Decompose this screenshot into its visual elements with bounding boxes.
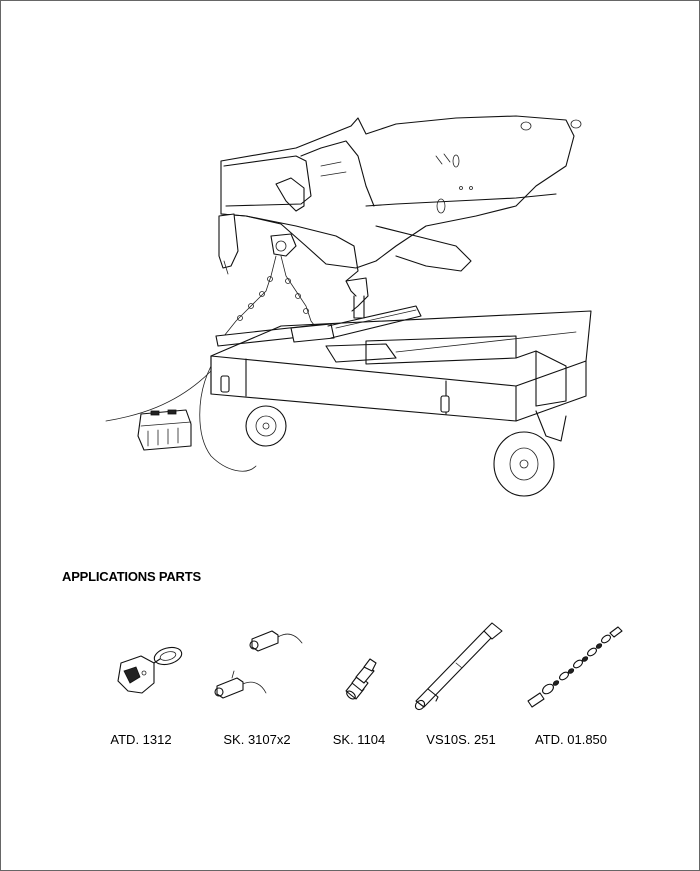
vehicle-chassis-drawing: [218, 115, 582, 319]
coupler-icon: [345, 658, 377, 700]
part-code: ATD. 01.850: [534, 732, 608, 747]
chain-icon: [527, 626, 623, 708]
chain-pull-drawing: [215, 255, 422, 347]
section-title: APPLICATIONS PARTS: [62, 569, 201, 584]
pump-unit-drawing: [137, 409, 192, 451]
part-code: SK. 1104: [332, 732, 386, 747]
part-item: SK. 1104: [294, 601, 424, 761]
bench-illustration: [105, 115, 592, 497]
part-item: ATD. 01.850: [506, 601, 636, 761]
bench-frame-drawing: [105, 310, 592, 497]
hydraulic-ram-icon: [414, 622, 503, 711]
part-item: SK. 3107x2: [192, 601, 322, 761]
part-item: ATD. 1312: [76, 601, 206, 761]
part-code: SK. 3107x2: [223, 732, 291, 747]
clamp-pair-icon: [214, 630, 303, 699]
part-code: ATD. 1312: [110, 732, 172, 747]
part-item: VS10S. 251: [396, 601, 526, 761]
part-code: VS10S. 251: [426, 732, 496, 747]
hook-clamp-icon: [117, 646, 183, 694]
